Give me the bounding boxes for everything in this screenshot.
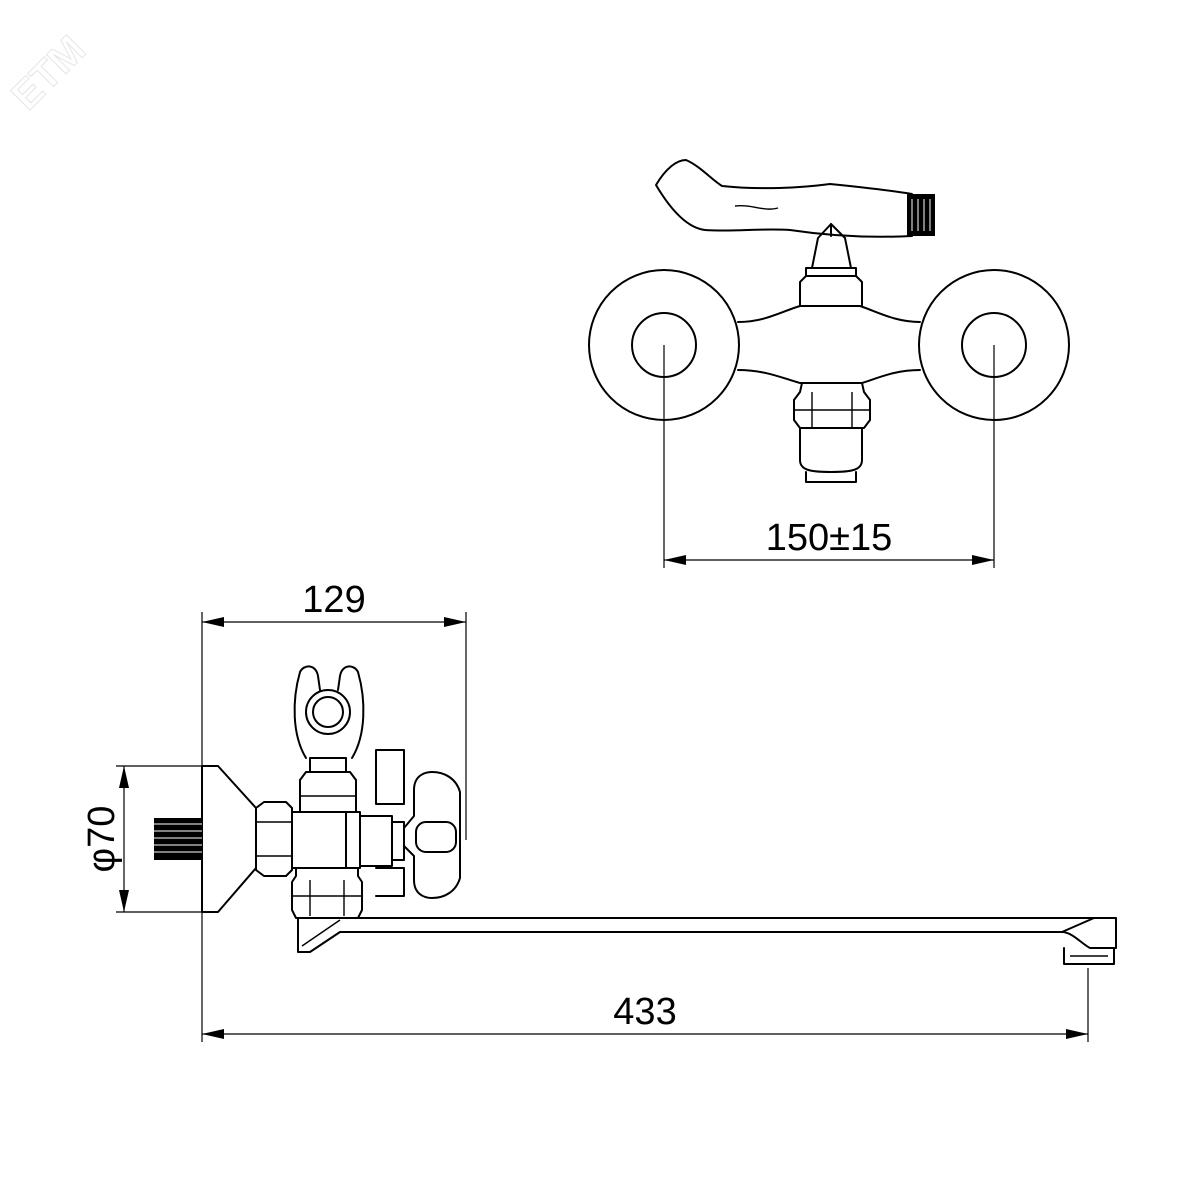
dimension-center-distance: 150±15 [664,517,994,565]
cross-handle [403,771,461,899]
dimension-flange-diameter: φ70 [81,765,202,913]
diverter-knob [811,223,852,269]
inlet-thread [154,818,202,860]
dimension-body-depth: 129 [201,579,467,840]
side-view [154,665,1117,965]
shower-outlet-thread [907,194,935,236]
dimension-label-center-distance: 150±15 [766,517,893,559]
diverter-stem [299,771,357,813]
aerator [1063,947,1115,965]
eccentric-nut [255,801,293,877]
mixer-body [737,305,921,384]
watermark: ETM [3,28,94,119]
dimension-label-body-depth: 129 [302,579,365,621]
dimension-label-flange-diameter: φ70 [81,806,123,873]
side-body [291,811,347,869]
shower-holder [293,665,365,759]
wall-flange [201,765,257,913]
lower-nut [291,867,363,919]
front-view [588,159,1070,568]
spout-nut [793,382,871,483]
dimension-label-spout-reach: 433 [613,991,676,1033]
valve-bonnet [359,815,393,867]
dimension-spout-reach: 433 [201,912,1089,1042]
handle-lever [655,159,913,238]
diverter-housing [799,275,863,307]
long-spout [297,917,1117,953]
